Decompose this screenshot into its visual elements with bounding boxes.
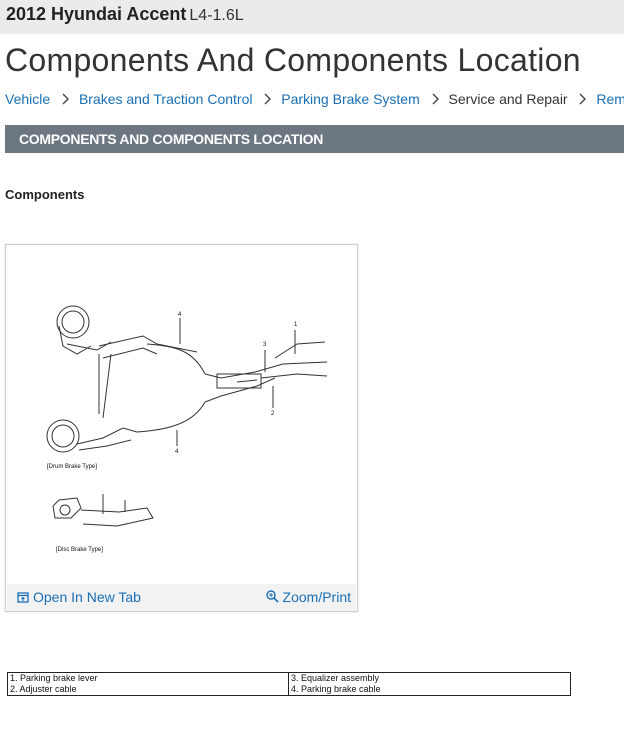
open-new-tab-icon xyxy=(17,592,29,603)
table-row: 1. Parking brake lever 3. Equalizer asse… xyxy=(7,672,571,684)
open-new-tab-button[interactable]: Open In New Tab xyxy=(17,589,141,605)
legend-cell: 1. Parking brake lever xyxy=(7,672,289,684)
diagram-illustration: 4 1 3 2 4 [Drum Brake Type] [Disc Brake … xyxy=(46,305,328,553)
components-heading: Components xyxy=(5,187,85,202)
callout-3: 3 xyxy=(263,342,267,348)
chevron-right-icon xyxy=(432,93,439,105)
caption-disc-brake: [Disc Brake Type] xyxy=(56,547,103,553)
components-legend-table: 1. Parking brake lever 3. Equalizer asse… xyxy=(7,672,571,696)
chevron-right-icon xyxy=(62,93,70,105)
legend-cell: 3. Equalizer assembly xyxy=(291,673,380,683)
callout-2: 2 xyxy=(271,411,275,417)
breadcrumb-vehicle[interactable]: Vehicle xyxy=(5,91,51,107)
section-title: COMPONENTS AND COMPONENTS LOCATION xyxy=(19,131,324,147)
chevron-right-icon xyxy=(579,93,587,105)
callout-4-top: 4 xyxy=(178,312,182,318)
chevron-right-icon xyxy=(264,93,272,105)
magnifier-icon xyxy=(265,590,279,603)
breadcrumb-brakes[interactable]: Brakes and Traction Control xyxy=(78,91,253,107)
vehicle-name: 2012 Hyundai Accent xyxy=(6,4,187,24)
caption-drum-brake: [Drum Brake Type] xyxy=(47,464,97,470)
figure-card: 4 1 3 2 4 [Drum Brake Type] [Disc Brake … xyxy=(5,244,358,612)
engine-label: L4-1.6L xyxy=(189,7,244,24)
legend-cell: 4. Parking brake cable xyxy=(291,684,381,694)
breadcrumb-service-repair: Service and Repair xyxy=(448,91,568,107)
breadcrumb-removal[interactable]: Removal and Installation xyxy=(596,91,624,107)
open-new-tab-label: Open In New Tab xyxy=(33,589,141,605)
breadcrumb-parking-brake[interactable]: Parking Brake System xyxy=(281,91,420,107)
zoom-print-button[interactable]: Zoom/Print xyxy=(265,589,351,605)
callout-1: 1 xyxy=(294,322,298,328)
breadcrumb: Vehicle Brakes and Traction Control Park… xyxy=(5,91,624,111)
page-title: Components And Components Location xyxy=(5,42,581,78)
zoom-print-label: Zoom/Print xyxy=(282,589,351,605)
section-header: COMPONENTS AND COMPONENTS LOCATION xyxy=(5,125,624,153)
callout-4-bottom: 4 xyxy=(175,449,179,455)
legend-cell: 2. Adjuster cable xyxy=(7,684,289,696)
components-diagram[interactable]: 4 1 3 2 4 [Drum Brake Type] [Disc Brake … xyxy=(7,246,356,582)
figure-actions: Open In New Tab Zoom/Print xyxy=(7,584,356,611)
table-row: 2. Adjuster cable 4. Parking brake cable xyxy=(7,684,571,696)
